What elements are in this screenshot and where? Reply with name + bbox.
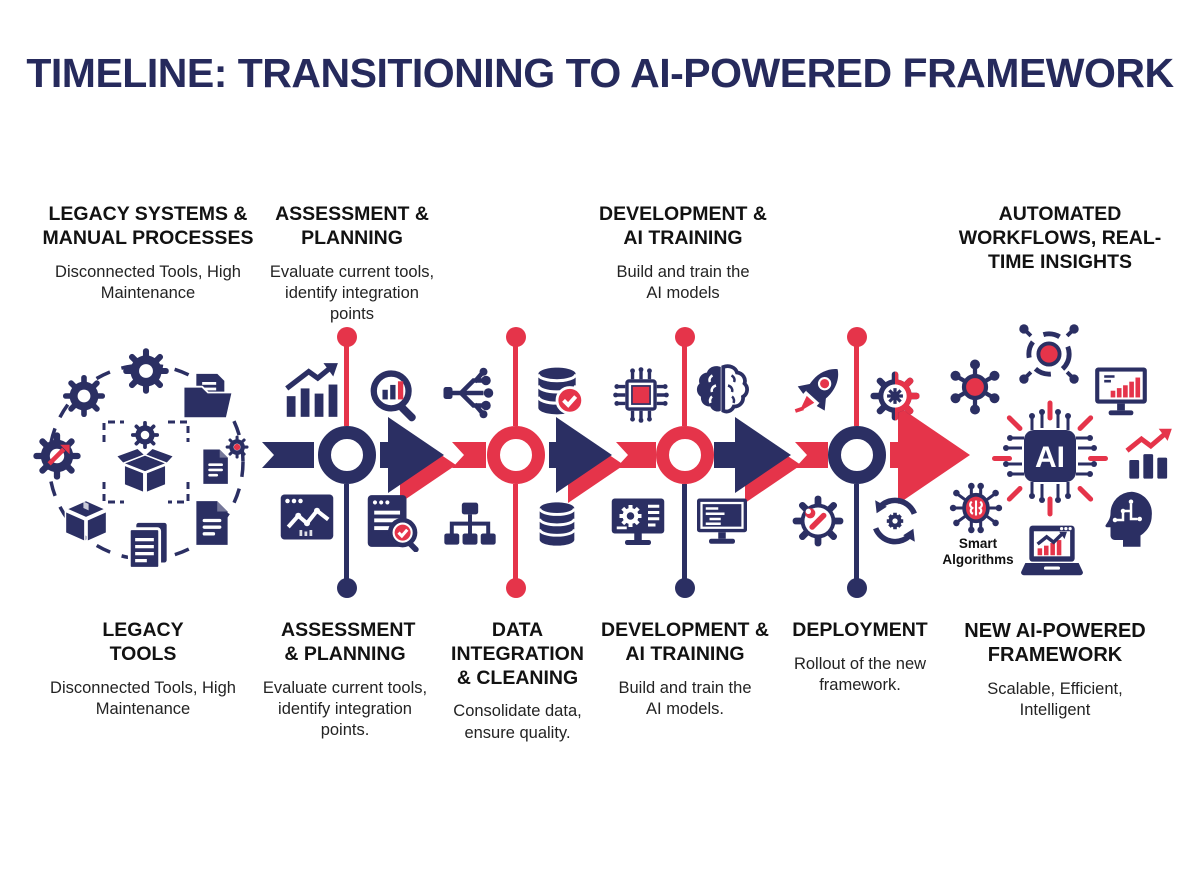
magnifier-chart-icon (367, 368, 425, 426)
molecule-icon (945, 357, 1005, 417)
stem-top-4 (854, 340, 859, 426)
dot-bottom-1 (337, 578, 357, 598)
bottom-label-data-integration-heading: DATA INTEGRATION & CLEANING (451, 619, 584, 689)
bottom-label-development-heading: DEVELOPMENT & AI TRAINING (601, 619, 769, 665)
gear-icon (60, 372, 108, 420)
bottom-label-deployment: DEPLOYMENT Rollout of the new framework. (770, 619, 950, 697)
stem-bottom-3 (682, 484, 687, 584)
top-label-development-body: Build and train the AI models (616, 262, 750, 302)
data-branch-icon (441, 363, 501, 423)
top-label-assessment: ASSESSMENT & PLANNING Evaluate current t… (262, 203, 442, 326)
bottom-label-development-body: Build and train the AI models. (618, 678, 752, 718)
brain-circuit-icon (948, 480, 1004, 536)
report-check-icon (360, 490, 422, 552)
top-label-assessment-body: Evaluate current tools, identify integra… (269, 262, 435, 324)
stem-bottom-1 (344, 484, 349, 584)
top-label-automated-heading: AUTOMATED WORKFLOWS, REAL-TIME INSIGHTS (958, 203, 1162, 273)
head-circuit-icon (1098, 488, 1158, 548)
dot-bottom-2 (506, 578, 526, 598)
milestone-ring-deployment (828, 426, 886, 484)
stem-top-2 (513, 340, 518, 426)
milestone-ring-assessment (318, 426, 376, 484)
monitor-gear-icon (608, 491, 668, 551)
dot-top-1 (337, 327, 357, 347)
stacked-papers-icon (120, 517, 176, 573)
bottom-label-assessment-heading: ASSESSMENT & PLANNING (281, 619, 416, 665)
stem-bottom-2 (513, 484, 518, 584)
database-icon (531, 498, 583, 550)
bottom-label-legacy-tools-heading: LEGACY TOOLS (102, 619, 184, 665)
milestone-ring-development (656, 426, 714, 484)
gear-wrench-icon (789, 492, 847, 550)
bottom-label-deployment-heading: DEPLOYMENT (792, 619, 928, 641)
closed-box-icon (60, 495, 112, 547)
growth-chart-icon (279, 360, 341, 422)
folder-document-icon (180, 368, 236, 424)
top-label-automated: AUTOMATED WORKFLOWS, REAL-TIME INSIGHTS (941, 203, 1179, 285)
bottom-label-legacy-tools-body: Disconnected Tools, High Maintenance (50, 678, 236, 718)
dual-gear-icon (867, 368, 923, 424)
rocket-icon (786, 359, 850, 423)
bottom-label-assessment-body: Evaluate current tools, identify integra… (262, 678, 428, 740)
document-gear-icon (203, 434, 252, 484)
bar-chart-arrow-icon (1120, 425, 1176, 481)
bottom-label-data-integration: DATA INTEGRATION & CLEANING Consolidate … (430, 619, 605, 744)
top-label-assessment-heading: ASSESSMENT & PLANNING (275, 203, 429, 249)
smart-algorithms-label: Smart Algorithms (942, 536, 1014, 568)
cpu-chip-icon (612, 366, 670, 424)
page-title: TIMELINE: TRANSITIONING TO AI-POWERED FR… (26, 50, 1174, 96)
bottom-label-new-framework: NEW AI-POWERED FRAMEWORK Scalable, Effic… (948, 619, 1162, 722)
bottom-label-new-framework-body: Scalable, Efficient, Intelligent (987, 679, 1123, 720)
bottom-label-deployment-body: Rollout of the new framework. (793, 654, 927, 695)
brain-icon (692, 361, 752, 421)
monitor-chart-icon (1090, 361, 1152, 423)
database-check-icon (529, 363, 585, 419)
orbit-target-icon (1018, 323, 1080, 385)
timeline-band-5 (714, 442, 738, 468)
top-label-legacy-body: Disconnected Tools, High Maintenance (55, 262, 241, 302)
timeline-band-3 (549, 442, 559, 468)
ray-icon (1088, 456, 1108, 461)
ai-chip-label: AI (1035, 441, 1065, 474)
analytics-window-icon (277, 487, 337, 547)
dot-top-3 (675, 327, 695, 347)
top-label-development: DEVELOPMENT & AI TRAINING Build and trai… (598, 203, 768, 304)
bottom-label-legacy-tools: LEGACY TOOLS Disconnected Tools, High Ma… (23, 619, 263, 720)
bottom-label-development: DEVELOPMENT & AI TRAINING Build and trai… (600, 619, 770, 720)
dot-bottom-3 (675, 578, 695, 598)
dot-top-2 (506, 327, 526, 347)
dot-bottom-4 (847, 578, 867, 598)
monitor-code-icon (692, 491, 752, 551)
top-label-legacy: LEGACY SYSTEMS & MANUAL PROCESSES Discon… (28, 203, 268, 304)
laptop-chart-icon (1020, 519, 1084, 583)
stem-top-1 (344, 340, 349, 426)
top-label-development-heading: DEVELOPMENT & AI TRAINING (599, 203, 767, 249)
ai-chip-icon: AI (1003, 409, 1097, 503)
stem-top-3 (682, 340, 687, 426)
hierarchy-icon (442, 498, 498, 554)
timeline-band-start (262, 442, 314, 468)
sync-gear-icon (866, 492, 924, 550)
document-icon (187, 498, 237, 548)
dot-top-4 (847, 327, 867, 347)
timeline-band-6 (795, 442, 828, 468)
open-box-gear-icon (115, 419, 175, 494)
bottom-label-data-integration-body: Consolidate data, ensure quality. (453, 702, 582, 742)
top-label-legacy-heading: LEGACY SYSTEMS & MANUAL PROCESSES (42, 203, 254, 249)
bottom-label-assessment: ASSESSMENT & PLANNING Evaluate current t… (260, 619, 430, 742)
timeline-band-2 (452, 442, 486, 468)
stem-bottom-4 (854, 484, 859, 584)
timeline-band-4 (616, 442, 656, 468)
bottom-label-new-framework-heading: NEW AI-POWERED FRAMEWORK (964, 620, 1146, 667)
gear-arrow-icon (30, 429, 84, 483)
milestone-ring-data (487, 426, 545, 484)
gear-icon (120, 345, 172, 397)
